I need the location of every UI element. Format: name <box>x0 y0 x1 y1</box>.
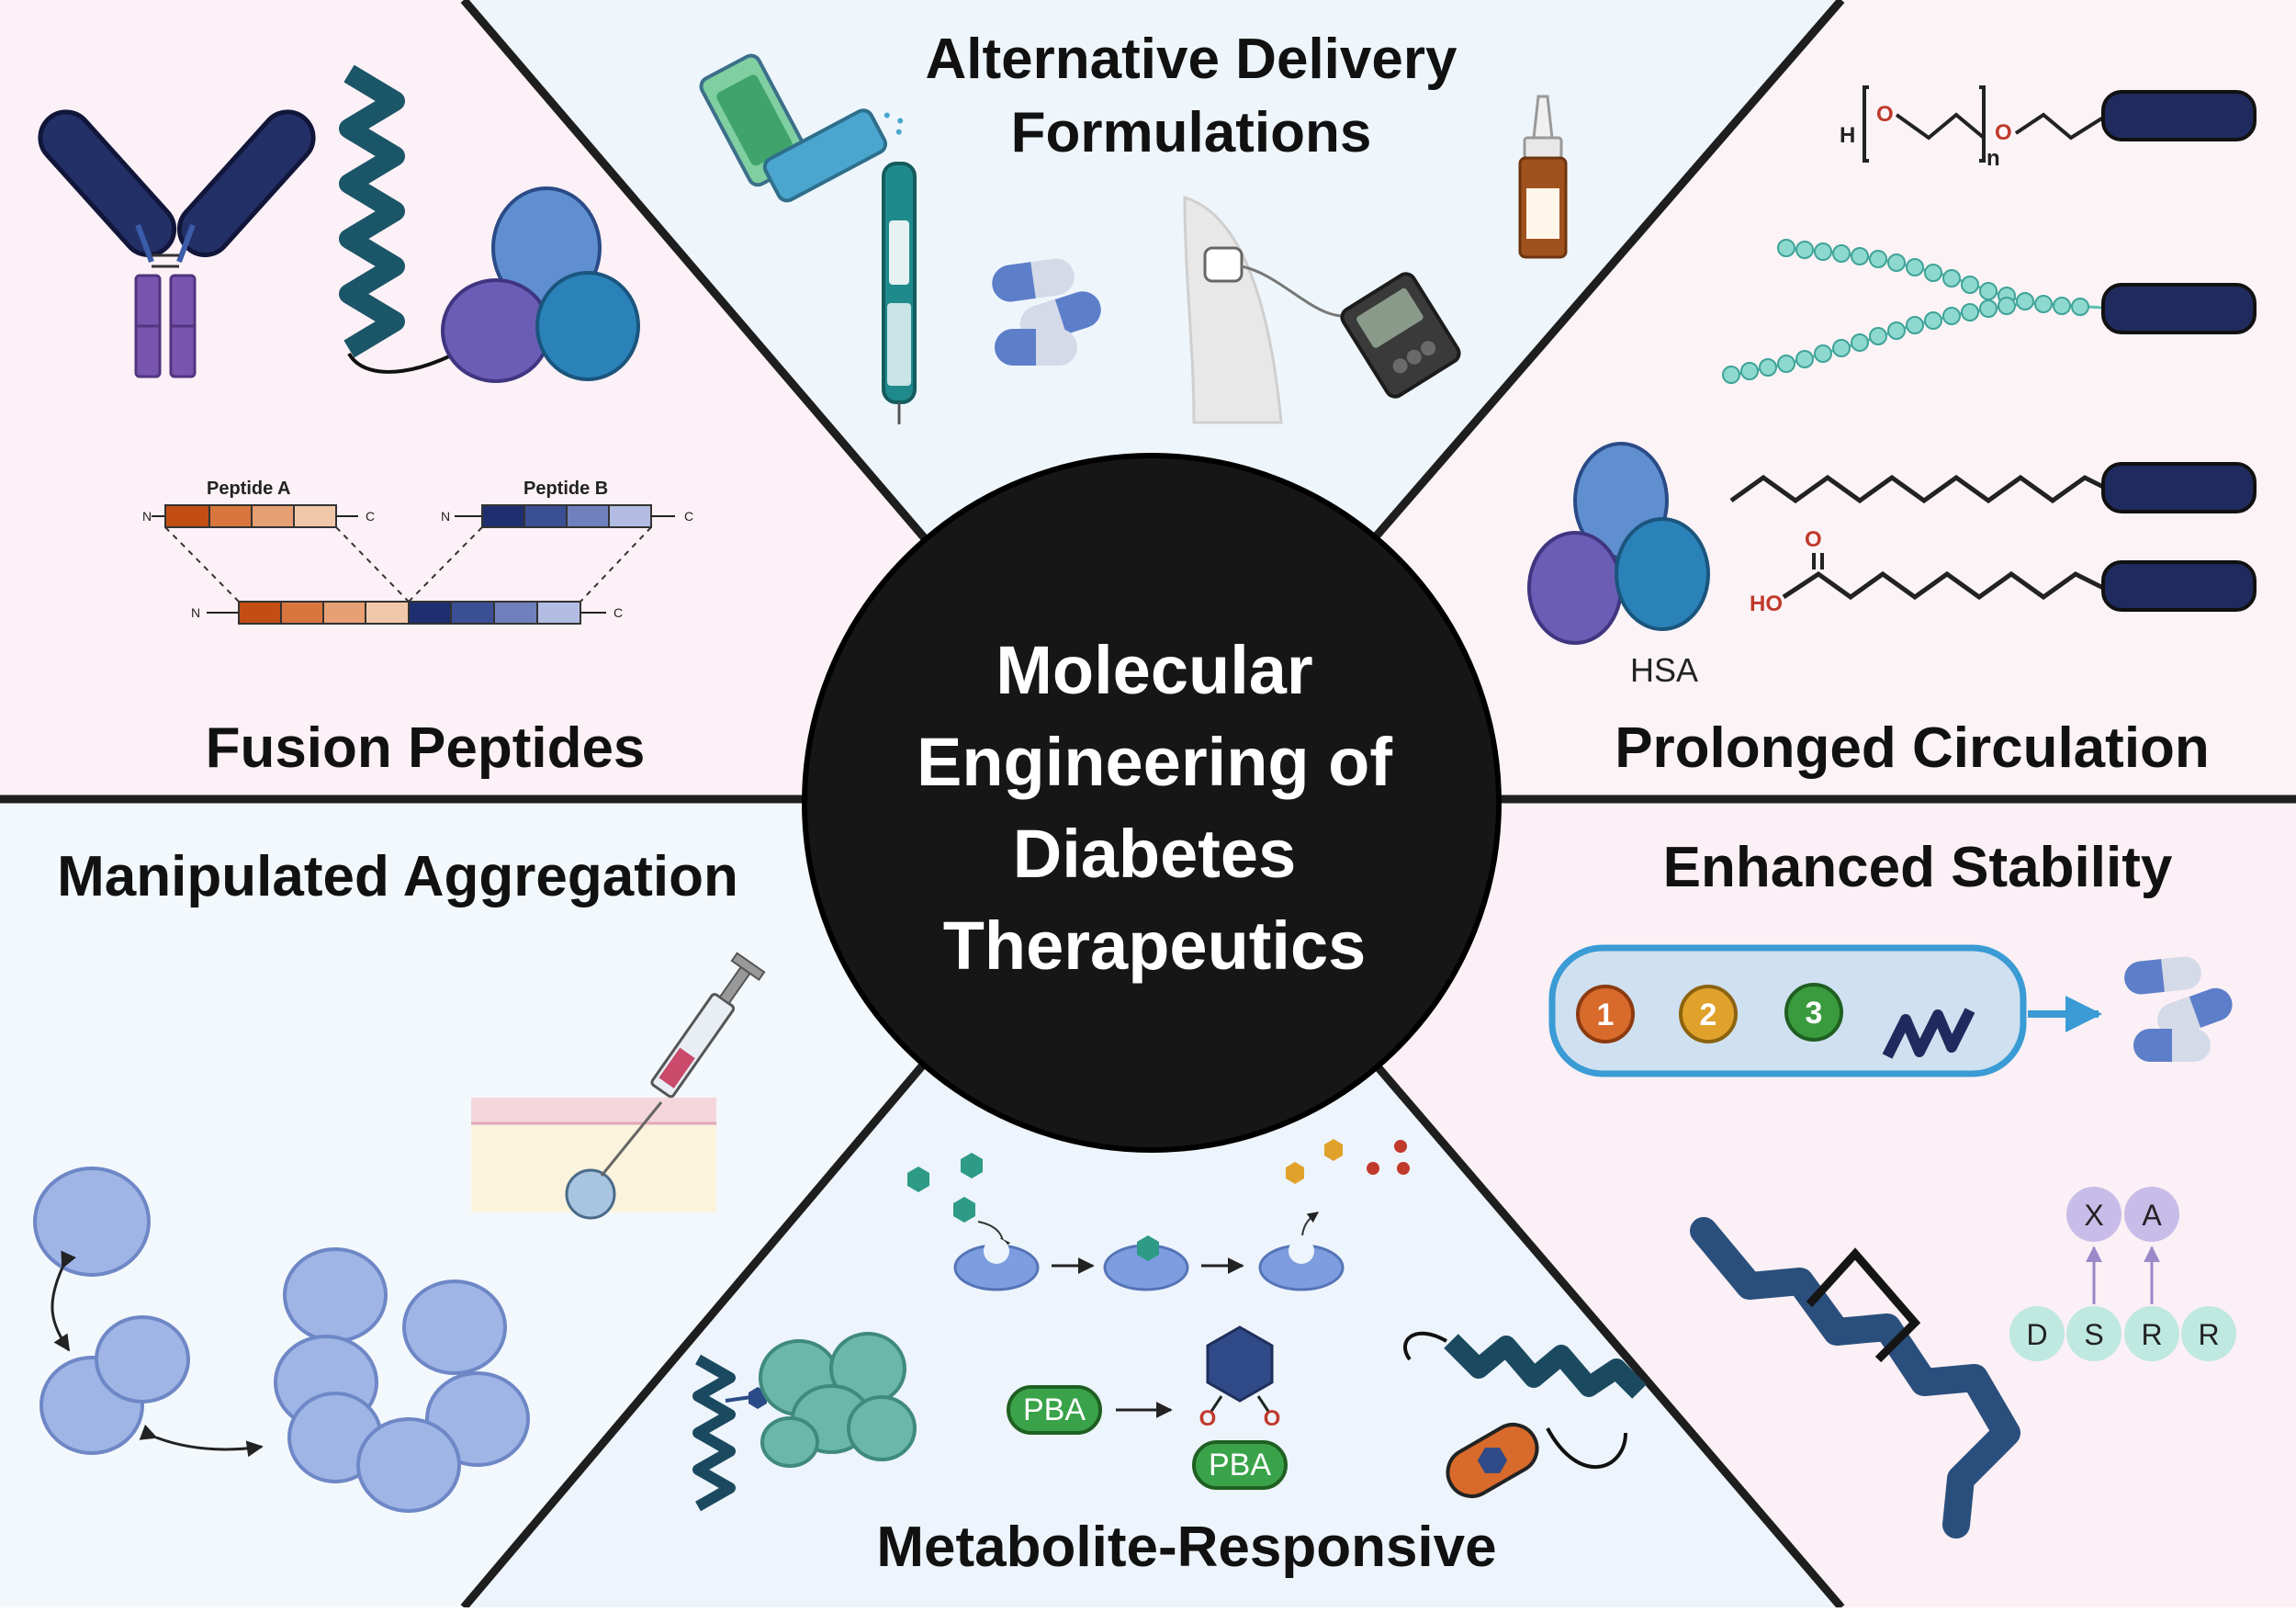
peptide-b-label: Peptide B <box>523 479 608 499</box>
hsa-label: HSA <box>1630 651 1698 689</box>
pba-o-label-2: O <box>1264 1406 1281 1431</box>
nasal-spray-icon <box>1518 95 1568 259</box>
residue-top-2 <box>2124 1187 2179 1242</box>
stapled-helix-icon <box>1690 1217 2020 1539</box>
pba-label-right: PBA <box>1209 1448 1271 1482</box>
prolonged-circulation-title: Prolonged Circulation <box>1615 716 2210 780</box>
step-2-label: 2 <box>1700 998 1717 1032</box>
peg-o-label-2: O <box>1995 120 2012 145</box>
receptor-binding-sequence <box>953 1212 1345 1291</box>
glucose-molecules-icon <box>907 1153 983 1223</box>
antibody-icon <box>38 109 316 378</box>
stability-section: Enhanced Stability 1 2 3 <box>1548 836 2236 1539</box>
center-title-line3: Diabetes <box>1013 816 1296 892</box>
peptide-a-label: Peptide A <box>207 479 291 499</box>
peg-structure-icon: H O n O <box>1840 85 2257 171</box>
capsules-icon <box>992 258 1101 366</box>
circulation-section: H O n O <box>1527 85 2257 780</box>
pba-pill-left <box>1007 1385 1102 1435</box>
stability-helix-icon <box>1882 1008 1975 1059</box>
peg-h-label: H <box>1840 123 1855 148</box>
residue-bottom-4-label: R <box>2198 1318 2219 1351</box>
sector-fusion-bg <box>0 0 1148 799</box>
residue-bottom-3-label: R <box>2141 1318 2162 1351</box>
center-title-line2: Engineering of <box>917 724 1392 800</box>
manipulated-aggregation-title: Manipulated Aggregation <box>57 845 738 908</box>
released-molecules-icon <box>1286 1139 1410 1184</box>
peptide-b-c-label: C <box>684 509 693 524</box>
step-1-label: 1 <box>1597 998 1615 1032</box>
metabolite-helix-icon <box>692 1354 736 1512</box>
step-2-badge <box>1679 985 1738 1043</box>
center-title-line1: Molecular <box>996 632 1312 708</box>
pba-pill-right <box>1192 1440 1288 1490</box>
insulin-hexamer-icon <box>759 1332 917 1468</box>
center-circle <box>802 453 1502 1153</box>
peptide-a-bar: N C Peptide A <box>142 479 375 528</box>
center-title-line4: Therapeutics <box>943 907 1367 984</box>
step-1-badge <box>1576 985 1635 1043</box>
residue-bottom-3 <box>2124 1306 2179 1361</box>
residue-bottom-2-label: S <box>2084 1318 2103 1351</box>
metabolite-responsive-title: Metabolite-Responsive <box>876 1516 1496 1579</box>
step-3-label: 3 <box>1806 996 1823 1031</box>
delivery-section: Alternative Delivery Formulations <box>699 28 1568 424</box>
sector-delivery-bg <box>464 0 1841 799</box>
protein-aggregates-icon <box>33 1167 530 1513</box>
peg-n-subscript: n <box>1986 146 2000 171</box>
inhaler-icon <box>699 53 904 203</box>
diacid-o-label: O <box>1805 527 1822 552</box>
insulin-pen-icon <box>882 162 917 424</box>
insulin-pump-icon <box>1183 195 1461 424</box>
fatty-acid-chain-icon <box>1729 462 2257 513</box>
pba-o-label-1: O <box>1199 1406 1217 1431</box>
enhanced-stability-title: Enhanced Stability <box>1663 836 2173 899</box>
stability-capsules-icon <box>2124 956 2233 1062</box>
residue-bottom-4 <box>2181 1306 2236 1361</box>
glucose-bound-hexagon <box>1206 1325 1274 1403</box>
residue-bottom-1-label: D <box>2026 1318 2047 1351</box>
peptide-b-n-label: N <box>441 509 450 524</box>
residue-bottom-2 <box>2066 1306 2122 1361</box>
peptide-a-c-label: C <box>366 509 375 524</box>
residue-substitution-diagram: X A D S R R <box>2009 1187 2236 1361</box>
fatty-diacid-icon: HO O <box>1750 527 2257 616</box>
hsa-albumin-icon: HSA <box>1527 442 1710 689</box>
albumin-icon <box>441 186 640 383</box>
residue-top-1 <box>2066 1187 2122 1242</box>
peptide-b-bar: N C Peptide B <box>441 479 693 528</box>
fusion-section: N C Peptide A N C Peptide B <box>38 64 693 780</box>
residue-bottom-1 <box>2009 1306 2065 1361</box>
peptide-a-n-label: N <box>142 509 152 524</box>
fused-peptide-bar: N C <box>191 601 623 625</box>
diacid-ho-label: HO <box>1750 592 1783 616</box>
step-3-badge <box>1784 983 1843 1042</box>
glucose-sensor-helix-icon <box>1403 1331 1647 1498</box>
residue-top-2-label: A <box>2142 1199 2162 1232</box>
fused-c-label: C <box>613 605 623 620</box>
pba-label-left: PBA <box>1023 1392 1086 1427</box>
fused-n-label: N <box>191 605 200 620</box>
branched-polymer-icon <box>1722 239 2257 384</box>
fusion-peptides-title: Fusion Peptides <box>206 716 646 780</box>
delivery-title-line2: Formulations <box>1011 101 1372 164</box>
metabolite-section: PBA O O PBA Metabolite-Responsive <box>692 1139 1647 1579</box>
peptide-helix-icon <box>339 64 405 358</box>
delivery-title-line1: Alternative Delivery <box>926 28 1458 91</box>
residue-top-1-label: X <box>2084 1199 2103 1232</box>
aggregation-section: Manipulated Aggregation <box>33 845 766 1513</box>
peg-o-label-1: O <box>1876 102 1894 127</box>
subcutaneous-injection-icon <box>471 952 766 1220</box>
polymer-beads <box>1722 239 2089 384</box>
